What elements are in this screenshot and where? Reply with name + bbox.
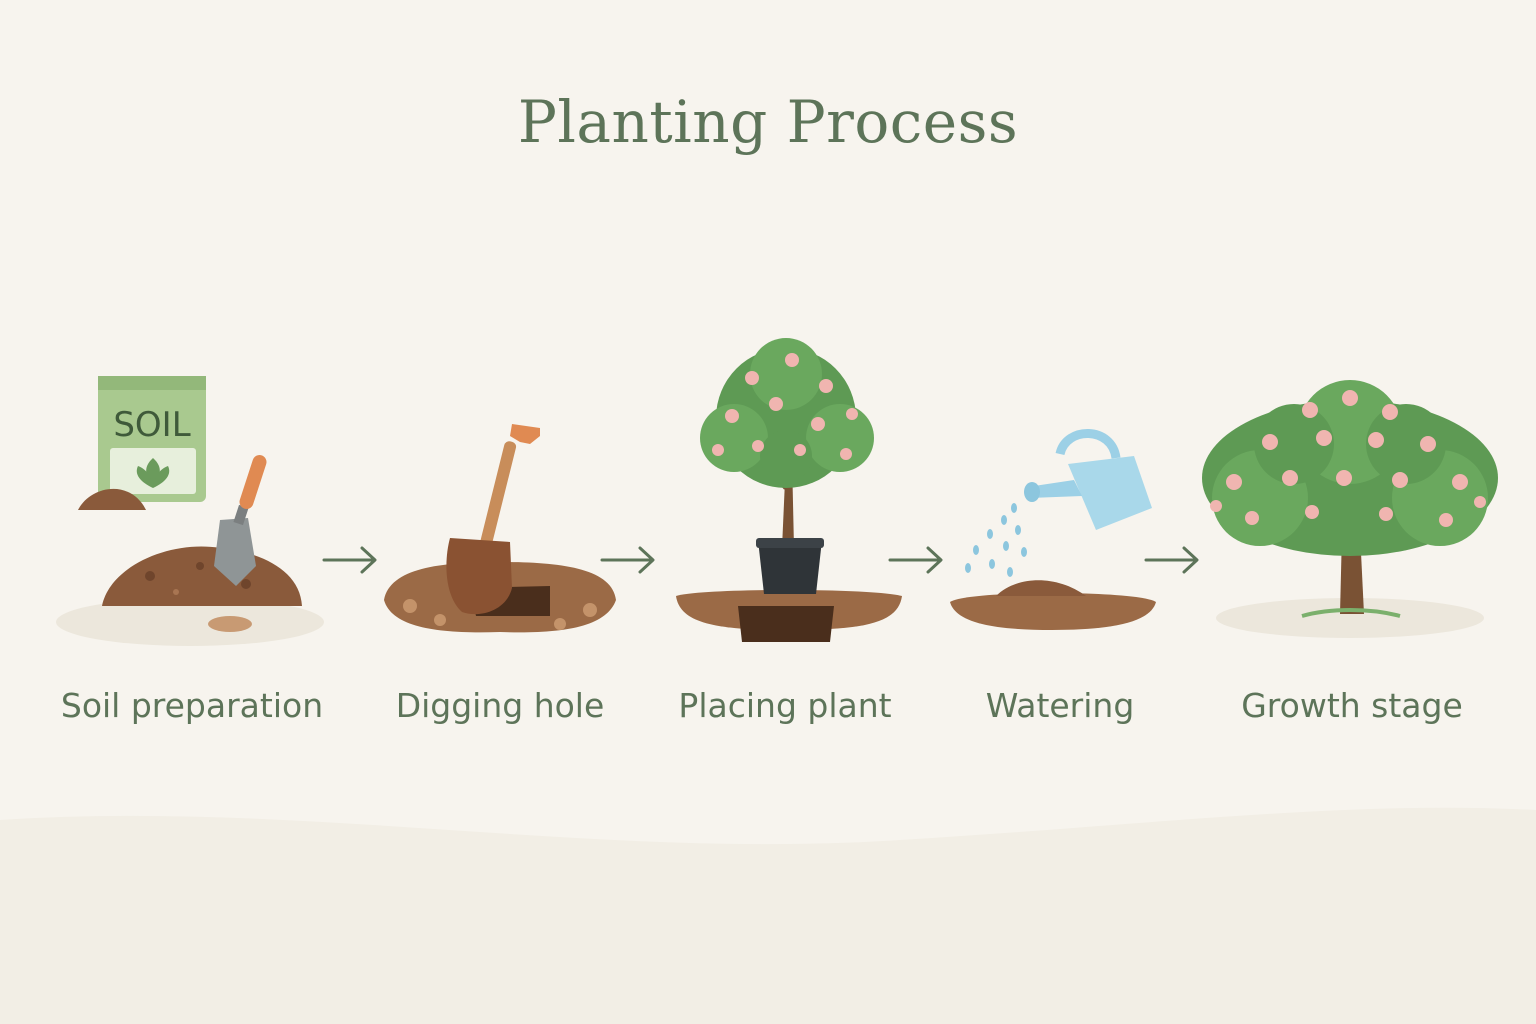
soil-bag-trowel-icon: SOIL <box>56 376 324 646</box>
shovel-hole-icon <box>384 424 616 633</box>
step-label-growth-stage: Growth stage <box>1241 686 1463 725</box>
step-label-watering: Watering <box>985 686 1135 725</box>
diagram-title: Planting Process <box>517 88 1019 156</box>
step-label-placing-plant: Placing plant <box>678 686 892 725</box>
step-label-digging-hole: Digging hole <box>395 686 605 725</box>
soil-bag-text: SOIL <box>113 405 190 445</box>
potted-tree-icon <box>676 338 902 642</box>
grown-tree-icon <box>1202 380 1498 638</box>
arrow-right-icon <box>600 546 655 574</box>
arrow-right-icon <box>1144 546 1199 574</box>
step-label-soil-preparation: Soil preparation <box>60 686 324 725</box>
arrow-right-icon <box>888 546 943 574</box>
ground-wave <box>0 807 1536 1024</box>
arrow-right-icon <box>322 546 377 574</box>
watering-can-icon <box>950 429 1156 630</box>
